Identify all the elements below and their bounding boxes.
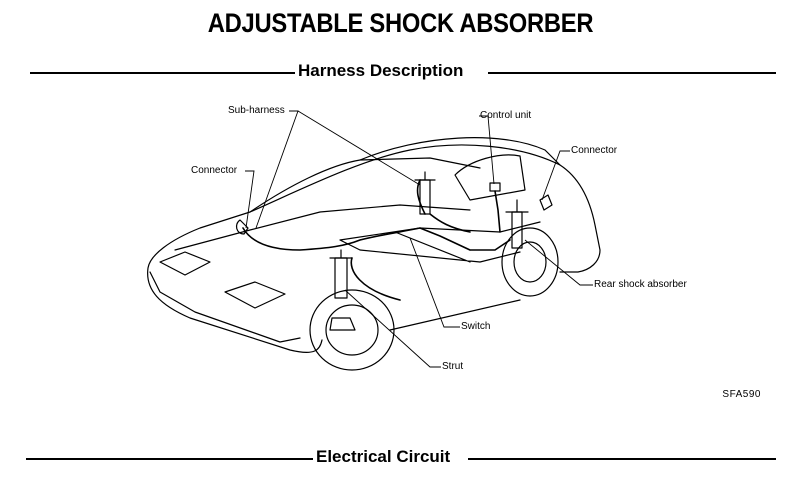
connector-right-plug	[539, 194, 553, 211]
label-switch: Switch	[461, 321, 491, 332]
label-control-unit: Control unit	[480, 110, 532, 121]
rear-shock-left	[419, 179, 431, 215]
label-strut: Strut	[442, 361, 464, 372]
car-body-outline	[147, 144, 601, 353]
car-roofline	[359, 137, 561, 166]
harness-wire	[242, 179, 511, 301]
circuit-rule-right	[468, 458, 776, 460]
label-connector-right: Connector	[571, 145, 618, 156]
leader-sub-harness	[255, 110, 421, 229]
harness-rule-left	[30, 72, 295, 74]
circuit-rule-left	[26, 458, 313, 460]
harness-description-heading: Harness Description	[298, 61, 464, 80]
figure-code: SFA590	[722, 389, 761, 400]
leader-connector-left	[245, 170, 255, 229]
front-wheel	[309, 289, 395, 371]
leader-rear-shock	[524, 239, 593, 286]
car-hood	[174, 204, 471, 251]
leader-connector-right	[541, 150, 570, 201]
car-bumper	[149, 271, 301, 343]
control-unit	[489, 182, 501, 192]
connector-left-plug	[235, 219, 249, 235]
car-windshield	[249, 157, 481, 213]
label-sub-harness: Sub-harness	[228, 105, 285, 116]
label-rear-shock-absorber: Rear shock absorber	[594, 279, 687, 290]
leader-switch	[409, 237, 460, 328]
underbody-frame	[339, 221, 541, 263]
car-side-window	[454, 154, 526, 201]
leader-control-unit	[479, 115, 495, 185]
harness-rule-right	[488, 72, 776, 74]
label-connector-left: Connector	[191, 165, 238, 176]
page-title: ADJUSTABLE SHOCK ABSORBER	[207, 8, 594, 38]
rear-wheel	[501, 227, 559, 297]
electrical-circuit-heading: Electrical Circuit	[316, 447, 451, 466]
headlight-right	[224, 281, 286, 309]
leader-strut	[344, 289, 441, 368]
headlight-left	[159, 251, 211, 276]
